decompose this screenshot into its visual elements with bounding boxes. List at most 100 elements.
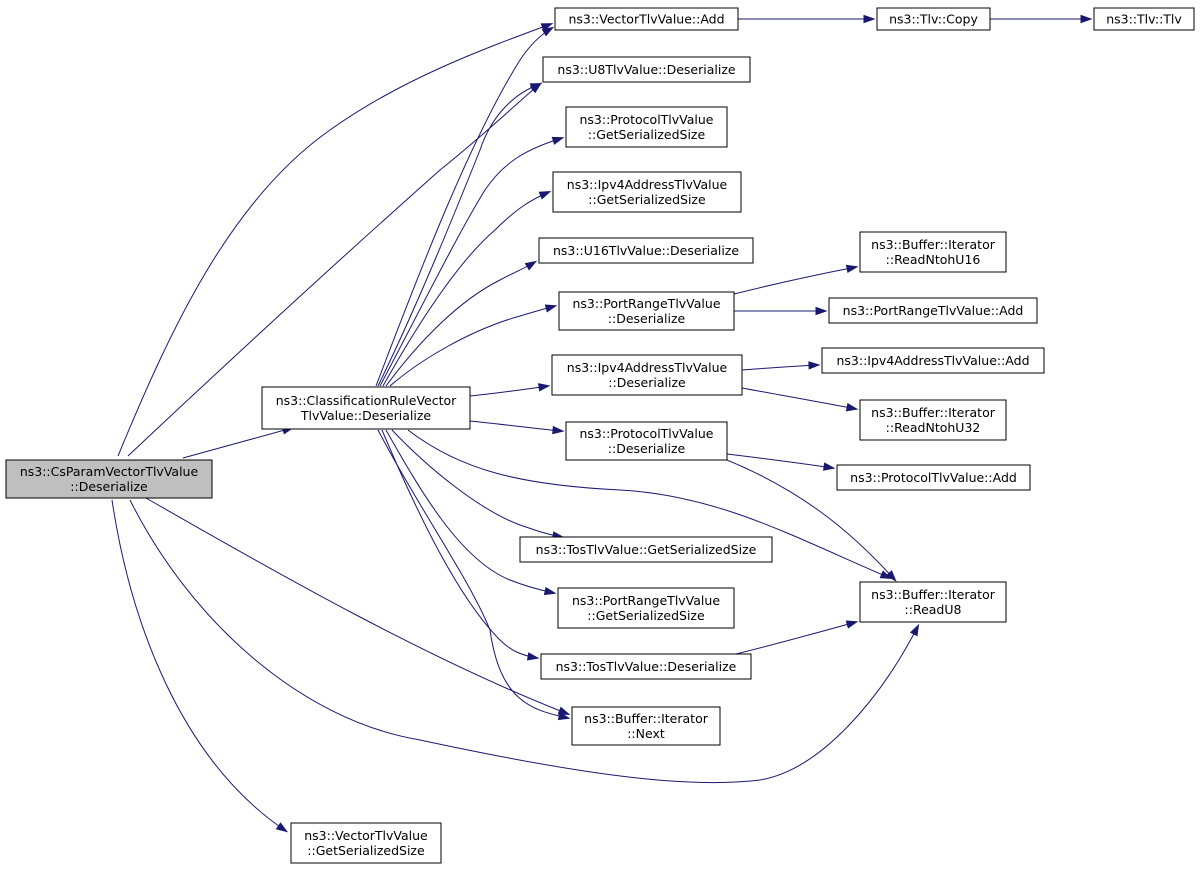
arrowhead-ipv4des-to-rdu32 bbox=[845, 403, 859, 412]
arrowhead-crv-to-protsize bbox=[551, 136, 565, 145]
arrowhead-crv-to-u16des bbox=[524, 260, 538, 271]
node-ipv4size[interactable]: ns3::Ipv4AddressTlvValue::GetSerializedS… bbox=[552, 171, 742, 213]
node-box bbox=[859, 581, 1007, 623]
node-label-line: ns3::PortRangeTlvValue::Add bbox=[843, 303, 1024, 318]
node-box bbox=[1093, 7, 1195, 31]
node-rdu8[interactable]: ns3::Buffer::Iterator::ReadU8 bbox=[859, 581, 1007, 623]
node-root[interactable]: ns3::CsParamVectorTlvValue::Deserialize bbox=[5, 459, 213, 499]
node-box bbox=[571, 706, 721, 746]
arrowhead-crv-to-ipv4size bbox=[538, 191, 552, 200]
node-box bbox=[565, 106, 728, 148]
edge-crv-to-protsize bbox=[379, 137, 563, 387]
node-crv[interactable]: ns3::ClassificationRuleVectorTlvValue::D… bbox=[261, 386, 471, 430]
arrowhead-crv-to-vadd bbox=[541, 26, 555, 37]
node-label-line: ns3::U16TlvValue::Deserialize bbox=[553, 243, 739, 258]
node-label-line: ns3::Ipv4AddressTlvValue bbox=[567, 360, 728, 375]
node-box bbox=[542, 56, 751, 83]
node-label-line: ::GetSerializedSize bbox=[587, 608, 705, 623]
edge-prdes-to-rdu16 bbox=[733, 266, 857, 295]
arrowhead-crv-to-prsize bbox=[543, 586, 557, 596]
node-next[interactable]: ns3::Buffer::Iterator::Next bbox=[571, 706, 721, 746]
node-protadd[interactable]: ns3::ProtocolTlvValue::Add bbox=[836, 464, 1031, 491]
node-vsize[interactable]: ns3::VectorTlvValue::GetSerializedSize bbox=[290, 822, 442, 864]
node-box bbox=[836, 464, 1031, 491]
node-label-line: ns3::TosTlvValue::GetSerializedSize bbox=[536, 542, 757, 557]
edge-root-to-crv bbox=[182, 427, 293, 459]
arrowhead-crv-to-prdes bbox=[544, 304, 558, 313]
node-label-line: ns3::Buffer::Iterator bbox=[584, 711, 709, 726]
node-box bbox=[876, 7, 991, 31]
arrowhead-protdes-to-rdu8 bbox=[885, 570, 897, 582]
node-label-line: ns3::Tlv::Tlv bbox=[1106, 12, 1182, 27]
arrowhead-root-to-vsize bbox=[275, 822, 289, 833]
node-copy[interactable]: ns3::Tlv::Copy bbox=[876, 7, 991, 31]
node-label-line: ns3::TosTlvValue::Deserialize bbox=[556, 659, 737, 674]
node-rdu32[interactable]: ns3::Buffer::Iterator::ReadNtohU32 bbox=[859, 399, 1007, 441]
node-box bbox=[859, 399, 1007, 441]
edge-root-to-rdu8 bbox=[129, 499, 919, 784]
edge-crv-to-u8des bbox=[377, 83, 541, 387]
arrowhead-vadd-to-copy bbox=[863, 14, 876, 24]
node-label-line: ns3::Ipv4AddressTlvValue bbox=[567, 177, 728, 192]
node-label-line: ns3::Buffer::Iterator bbox=[871, 237, 996, 252]
call-nodes: ns3::CsParamVectorTlvValue::Deserializen… bbox=[5, 7, 1195, 864]
node-vadd[interactable]: ns3::VectorTlvValue::Add bbox=[554, 7, 739, 31]
edge-ipv4des-to-ipv4add bbox=[741, 364, 819, 371]
edge-root-to-u8des bbox=[127, 83, 541, 457]
arrowhead-crv-to-next bbox=[557, 711, 571, 721]
node-label-line: ns3::ProtocolTlvValue bbox=[579, 112, 713, 127]
node-u8des[interactable]: ns3::U8TlvValue::Deserialize bbox=[542, 56, 751, 83]
node-label-line: ns3::Tlv::Copy bbox=[889, 12, 978, 27]
node-label-line: ns3::ProtocolTlvValue bbox=[579, 426, 713, 441]
edge-root-to-vsize bbox=[111, 499, 287, 832]
arrowhead-crv-to-tosdes bbox=[526, 652, 540, 661]
node-prsize[interactable]: ns3::PortRangeTlvValue::GetSerializedSiz… bbox=[557, 587, 735, 629]
arrowhead-tosdes-to-rdu8 bbox=[845, 620, 859, 629]
edge-crv-to-ipv4des bbox=[469, 385, 549, 397]
node-box bbox=[565, 421, 728, 461]
node-rdu16[interactable]: ns3::Buffer::Iterator::ReadNtohU16 bbox=[859, 231, 1007, 273]
node-label-line: ::Deserialize bbox=[608, 311, 686, 326]
node-box bbox=[261, 386, 471, 430]
arrowhead-crv-to-u8des bbox=[529, 83, 543, 92]
arrowhead-protdes-to-protadd bbox=[822, 462, 836, 471]
arrowhead-copy-to-tlv bbox=[1080, 14, 1093, 24]
node-ipv4add[interactable]: ns3::Ipv4AddressTlvValue::Add bbox=[821, 347, 1045, 374]
node-tosdes[interactable]: ns3::TosTlvValue::Deserialize bbox=[540, 653, 752, 680]
node-tossize[interactable]: ns3::TosTlvValue::GetSerializedSize bbox=[519, 536, 773, 563]
node-label-line: ::ReadU8 bbox=[905, 602, 962, 617]
edge-crv-to-u16des bbox=[385, 261, 536, 387]
node-label-line: ns3::VectorTlvValue bbox=[304, 828, 428, 843]
arrowhead-prdes-to-pradd bbox=[815, 306, 828, 316]
arrowhead-crv-to-protdes bbox=[552, 425, 565, 435]
edge-ipv4des-to-rdu32 bbox=[741, 387, 857, 410]
edge-crv-to-tosdes bbox=[381, 429, 538, 659]
edge-tosdes-to-rdu8 bbox=[735, 621, 857, 655]
node-ipv4des[interactable]: ns3::Ipv4AddressTlvValue::Deserialize bbox=[551, 354, 743, 396]
node-label-line: ::GetSerializedSize bbox=[307, 843, 425, 858]
node-u16des[interactable]: ns3::U16TlvValue::Deserialize bbox=[538, 237, 754, 264]
node-label-line: ns3::PortRangeTlvValue bbox=[572, 296, 720, 311]
node-label-line: ns3::VectorTlvValue::Add bbox=[568, 12, 724, 27]
node-label-line: ::Deserialize bbox=[608, 375, 686, 390]
node-pradd[interactable]: ns3::PortRangeTlvValue::Add bbox=[828, 297, 1038, 324]
node-label-line: ns3::ProtocolTlvValue::Add bbox=[850, 470, 1017, 485]
edge-crv-to-next bbox=[377, 429, 569, 719]
node-label-line: ::Next bbox=[627, 726, 665, 741]
node-protsize[interactable]: ns3::ProtocolTlvValue::GetSerializedSize bbox=[565, 106, 728, 148]
node-box bbox=[538, 237, 754, 264]
arrowhead-crv-to-ipv4des bbox=[538, 383, 551, 392]
node-prdes[interactable]: ns3::PortRangeTlvValue::Deserialize bbox=[558, 291, 735, 331]
node-label-line: ns3::CsParamVectorTlvValue bbox=[20, 464, 199, 479]
node-label-line: TlvValue::Deserialize bbox=[300, 408, 432, 423]
node-box bbox=[554, 7, 739, 31]
node-tlv[interactable]: ns3::Tlv::Tlv bbox=[1093, 7, 1195, 31]
edge-crv-to-tossize bbox=[391, 429, 563, 538]
edge-crv-to-rdu8 bbox=[407, 429, 891, 579]
edge-crv-to-prsize bbox=[385, 429, 555, 594]
edge-protdes-to-protadd bbox=[726, 453, 834, 469]
node-label-line: ::ReadNtohU32 bbox=[886, 420, 981, 435]
node-protdes[interactable]: ns3::ProtocolTlvValue::Deserialize bbox=[565, 421, 728, 461]
edge-crv-to-protdes bbox=[469, 420, 563, 432]
